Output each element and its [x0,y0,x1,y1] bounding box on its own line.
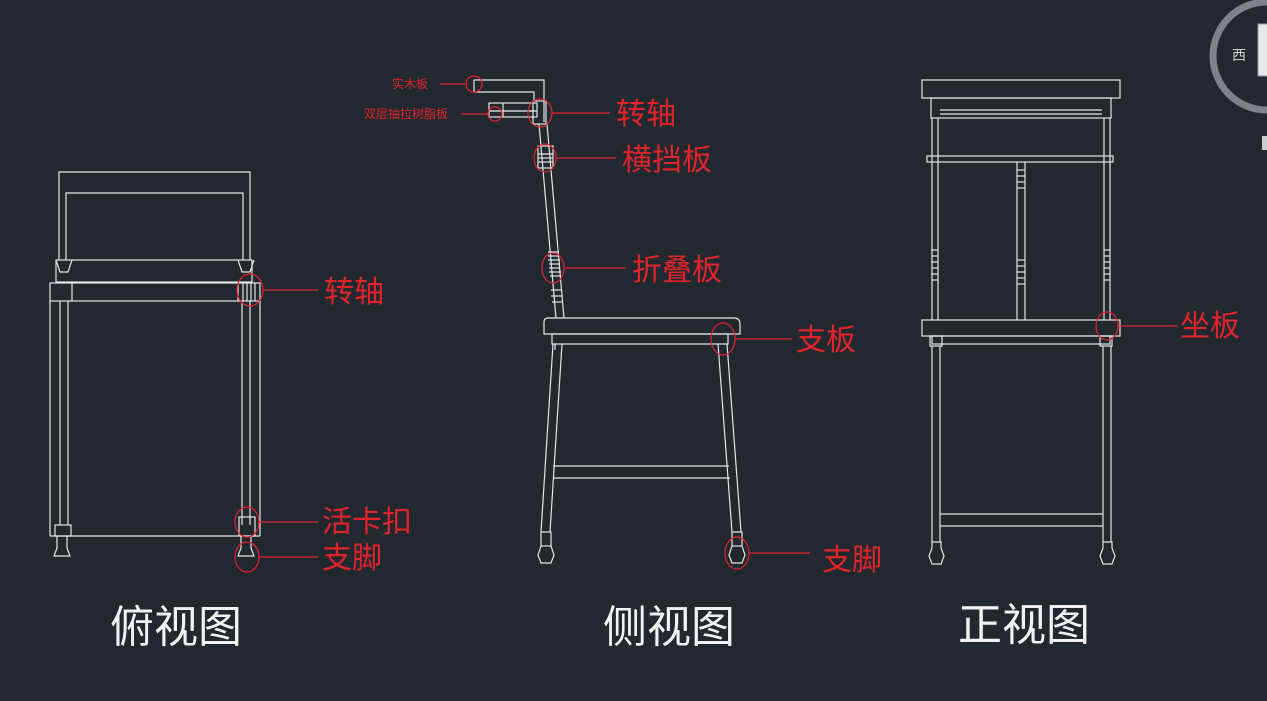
side-pivot-marker [527,98,553,128]
top-view-annotations [234,273,318,573]
front-view-caption: 正视图 [958,600,1090,651]
viewcube-face[interactable] [1257,23,1267,77]
front-view-drawing [921,79,1121,565]
side-support-board-marker [710,322,736,356]
front-label-seat-board: 坐板 [1180,309,1240,344]
side-label-foot: 支脚 [822,543,882,578]
front-view-annotations [1095,311,1178,341]
viewcube-base-marker [1262,136,1267,150]
side-resin-board-marker [487,106,503,122]
top-foot-marker [234,541,260,573]
side-foot-marker [724,536,750,570]
side-label-folding-board: 折叠板 [632,253,722,288]
side-label-pivot: 转轴 [616,97,676,132]
top-label-clip: 活卡扣 [322,505,412,540]
viewcube-compass-label[interactable]: 西 [1232,48,1246,64]
side-label-resin-board: 双层抽拉树脂板 [364,106,448,121]
viewcube-ring-icon [1209,0,1267,114]
side-label-solid-board: 实木板 [392,76,428,91]
side-view-annotations [440,75,810,570]
side-label-support-board: 支板 [796,323,856,358]
side-view-caption: 侧视图 [603,602,735,653]
top-label-pivot: 转轴 [324,275,384,310]
top-view-drawing [49,171,261,557]
top-view-caption: 俯视图 [110,602,242,653]
viewcube-widget[interactable]: 西 [1209,0,1267,150]
side-view-drawing [473,79,746,564]
top-label-foot: 支脚 [322,541,382,576]
side-label-crossbar: 横挡板 [622,143,712,178]
